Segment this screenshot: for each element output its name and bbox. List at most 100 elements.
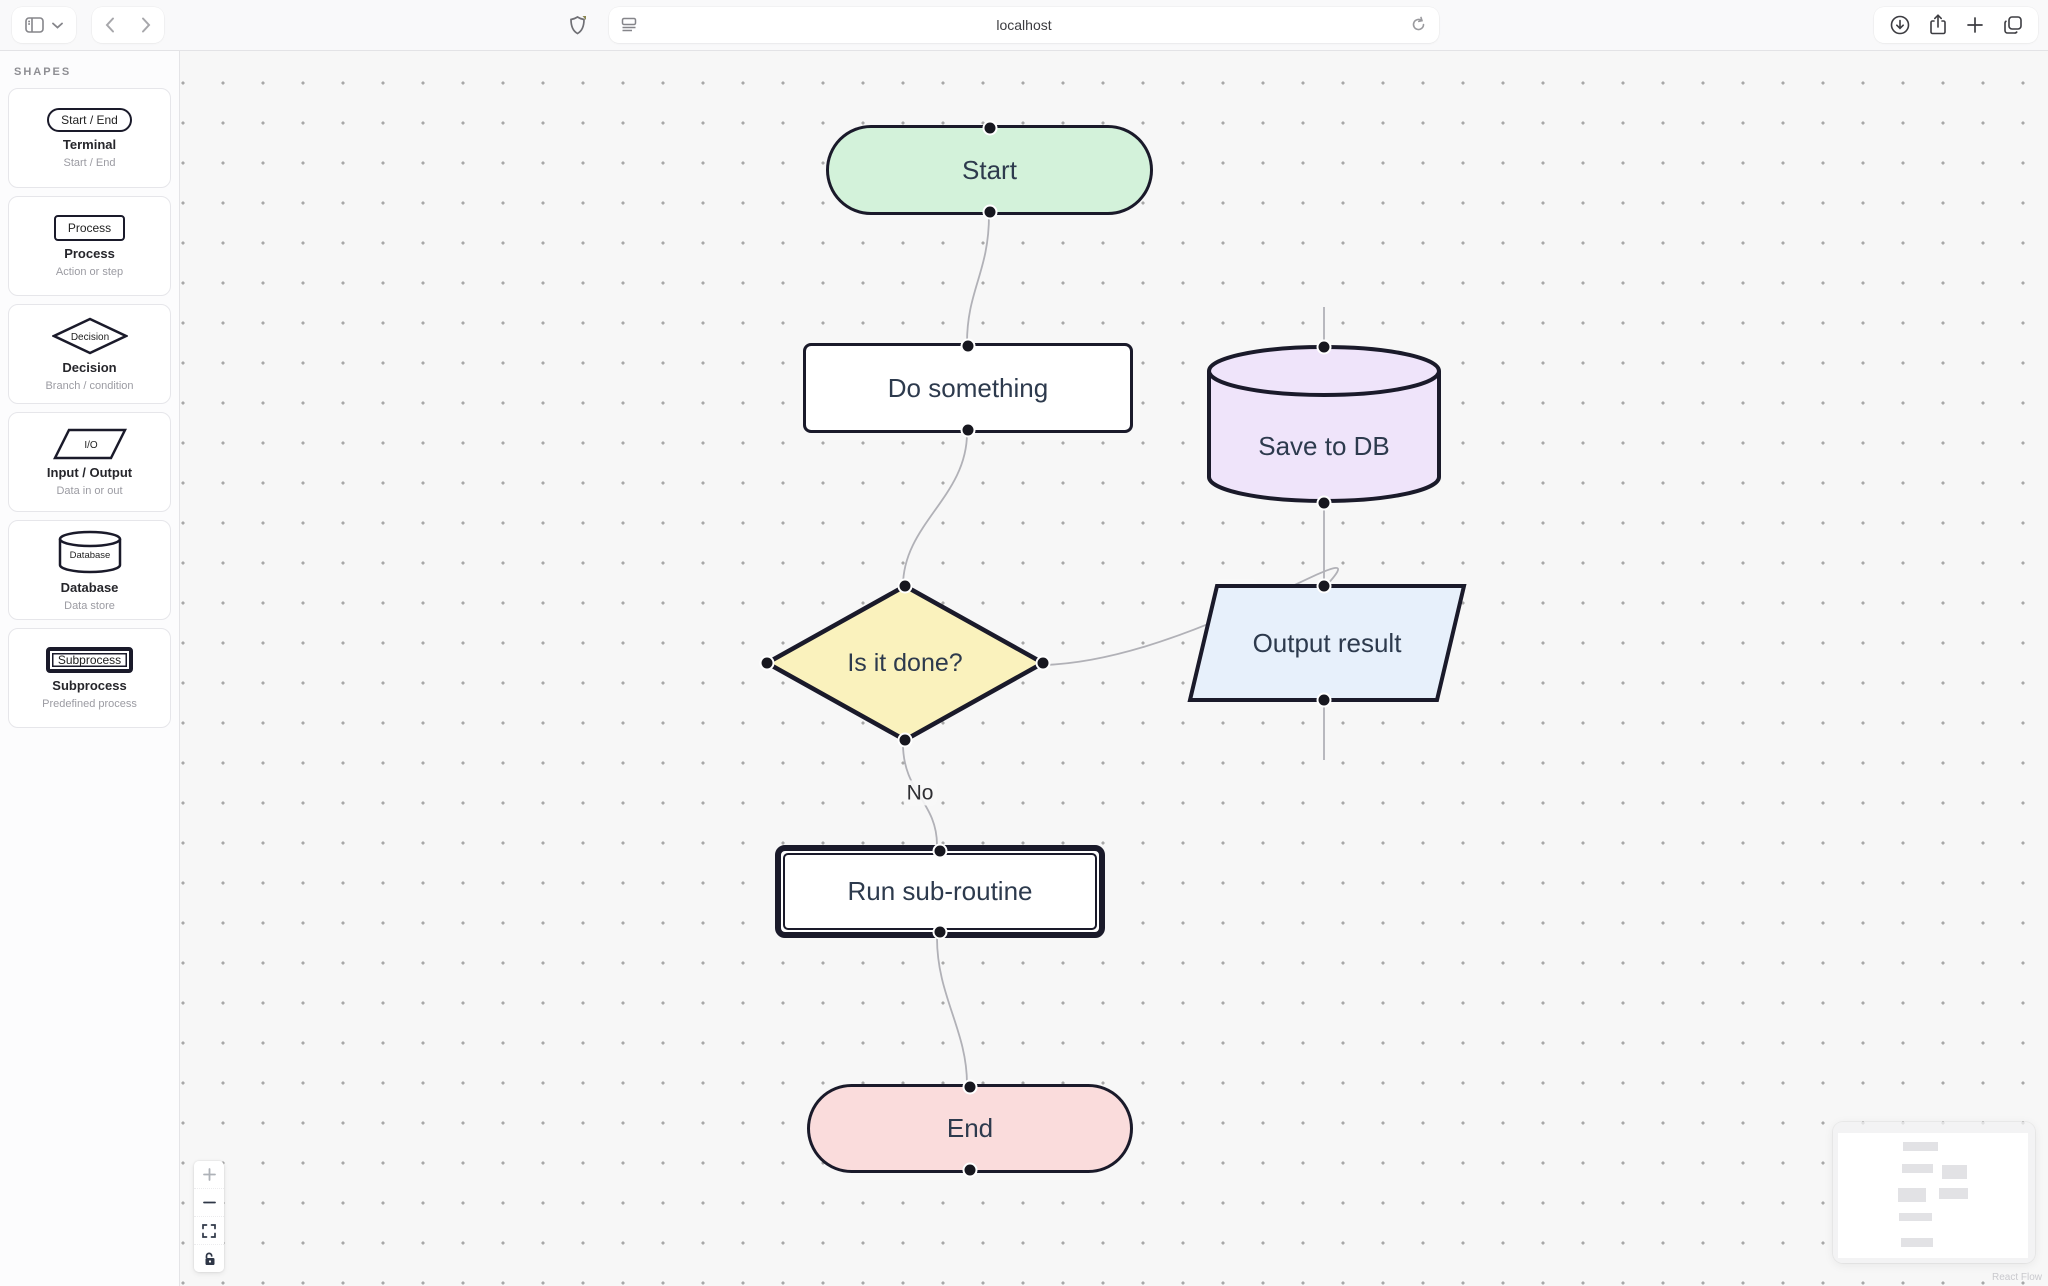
decision-shape-preview: Decision xyxy=(50,317,129,355)
new-tab-icon[interactable] xyxy=(1965,15,1985,35)
handle-top[interactable] xyxy=(1316,339,1332,355)
shape-card-database[interactable]: Database Database Data store xyxy=(8,520,171,620)
reader-icon[interactable] xyxy=(621,17,637,32)
node-output-result[interactable]: Output result xyxy=(1187,578,1467,708)
node-label: Run sub-routine xyxy=(847,876,1033,906)
sidebar-header: SHAPES xyxy=(14,66,72,78)
svg-text:Decision: Decision xyxy=(70,332,108,343)
forward-button[interactable] xyxy=(128,7,164,43)
minus-icon xyxy=(202,1196,216,1209)
minimap-node-is-it-done xyxy=(1898,1188,1926,1202)
shape-subtitle: Start / End xyxy=(63,156,116,169)
node-label: Start xyxy=(962,154,1017,185)
node-label: Is it done? xyxy=(847,648,963,677)
handle-bottom[interactable] xyxy=(962,1162,978,1178)
node-do-something[interactable]: Do something xyxy=(803,338,1133,438)
minimap-node-save-to-db xyxy=(1942,1165,1967,1179)
node-label: Output result xyxy=(1252,627,1402,658)
handle-top[interactable] xyxy=(897,578,913,594)
handle-bottom[interactable] xyxy=(932,924,948,940)
address-bar[interactable]: localhost xyxy=(609,7,1439,43)
shape-subtitle: Action or step xyxy=(55,265,124,278)
fit-view-icon xyxy=(202,1223,216,1238)
shape-title: Subprocess xyxy=(52,677,127,693)
edge-do-something-to-decision[interactable] xyxy=(902,432,968,587)
shape-card-subprocess[interactable]: Subprocess Subprocess Predefined process xyxy=(8,628,171,728)
edge-subroutine-to-end[interactable] xyxy=(936,937,968,1085)
node-start[interactable]: Start xyxy=(826,120,1153,220)
handle-top[interactable] xyxy=(982,120,997,136)
lock-button[interactable] xyxy=(194,1245,224,1272)
node-label: End xyxy=(946,1113,994,1143)
handle-top[interactable] xyxy=(932,843,948,859)
share-icon[interactable] xyxy=(1928,13,1948,37)
handle-bottom[interactable] xyxy=(960,422,976,438)
handle-bottom[interactable] xyxy=(1316,692,1332,708)
io-shape xyxy=(1187,584,1467,702)
flow-canvas[interactable]: Yes No Start Do something Save to DB Is … xyxy=(180,50,2048,1286)
subprocess-shape-preview: Subprocess xyxy=(45,646,134,673)
node-save-to-db[interactable]: Save to DB xyxy=(1205,339,1443,511)
shape-card-terminal[interactable]: Start / End Terminal Start / End xyxy=(8,88,171,188)
handle-bottom[interactable] xyxy=(1316,495,1332,511)
back-button[interactable] xyxy=(92,7,128,43)
shape-subtitle: Predefined process xyxy=(42,697,137,710)
io-shape-preview: I/O xyxy=(52,428,127,460)
fit-view-button[interactable] xyxy=(194,1217,224,1245)
handle-bottom[interactable] xyxy=(897,732,913,748)
minimap[interactable] xyxy=(1833,1122,2035,1263)
react-flow-attribution: React Flow xyxy=(1991,1272,2042,1283)
shape-card-io[interactable]: I/O Input / Output Data in or out xyxy=(8,412,171,512)
process-shape-preview: Process xyxy=(53,214,126,241)
shape-title: Process xyxy=(64,245,115,261)
zoom-in-button[interactable] xyxy=(194,1161,224,1189)
minimap-node-end xyxy=(1901,1238,1933,1247)
flow-controls xyxy=(194,1161,224,1272)
handle-top[interactable] xyxy=(1316,578,1332,594)
tab-overview-icon[interactable] xyxy=(2002,14,2024,36)
refresh-icon[interactable] xyxy=(1410,16,1427,33)
zoom-out-button[interactable] xyxy=(194,1189,224,1217)
terminal-shape-preview: Start / End xyxy=(47,107,132,132)
handle-bottom[interactable] xyxy=(982,204,997,220)
svg-text:I/O: I/O xyxy=(84,440,98,451)
shape-subtitle: Data store xyxy=(64,599,115,612)
handle-top[interactable] xyxy=(962,1079,978,1095)
handle-right[interactable] xyxy=(1035,655,1051,671)
edge-start-to-do-something[interactable] xyxy=(966,214,990,344)
node-label: Do something xyxy=(887,372,1049,403)
toolbar-right-group xyxy=(1874,7,2038,43)
handle-top[interactable] xyxy=(960,338,976,354)
shield-icon[interactable] xyxy=(564,12,592,40)
nav-buttons xyxy=(92,7,164,43)
sidebar-toggle-button[interactable] xyxy=(12,7,76,43)
minimap-node-start xyxy=(1903,1142,1938,1151)
svg-text:Database: Database xyxy=(69,550,110,561)
shape-title: Database xyxy=(60,579,119,595)
lock-icon xyxy=(203,1252,216,1266)
shape-card-process[interactable]: Process Process Action or step xyxy=(8,196,171,296)
node-run-subroutine[interactable]: Run sub-routine xyxy=(775,843,1105,940)
minimap-node-run-subroutine xyxy=(1899,1213,1932,1221)
minimap-node-output-result xyxy=(1939,1188,1968,1199)
url-text: localhost xyxy=(996,17,1052,33)
sidebar-toggle-icon xyxy=(25,17,44,33)
minimap-node-do-something xyxy=(1902,1164,1933,1173)
shapes-sidebar: SHAPES Start / End Terminal Start / End … xyxy=(0,50,180,1286)
handle-left[interactable] xyxy=(759,655,775,671)
node-label: Save to DB xyxy=(1258,430,1390,461)
minimap-viewport xyxy=(1838,1133,2028,1258)
shape-subtitle: Branch / condition xyxy=(45,379,134,392)
database-shape-preview: Database xyxy=(57,529,123,575)
chevron-down-icon xyxy=(52,22,63,29)
node-end[interactable]: End xyxy=(807,1079,1133,1178)
plus-icon xyxy=(202,1168,216,1181)
download-icon[interactable] xyxy=(1889,14,1911,36)
shape-title: Decision xyxy=(62,359,117,375)
shape-title: Terminal xyxy=(62,136,117,152)
shape-subtitle: Data in or out xyxy=(56,484,123,497)
shape-card-decision[interactable]: Decision Decision Branch / condition xyxy=(8,304,171,404)
browser-toolbar: localhost xyxy=(0,0,2048,51)
node-is-it-done[interactable]: Is it done? xyxy=(759,578,1051,748)
edge-label-no: No xyxy=(903,780,937,806)
